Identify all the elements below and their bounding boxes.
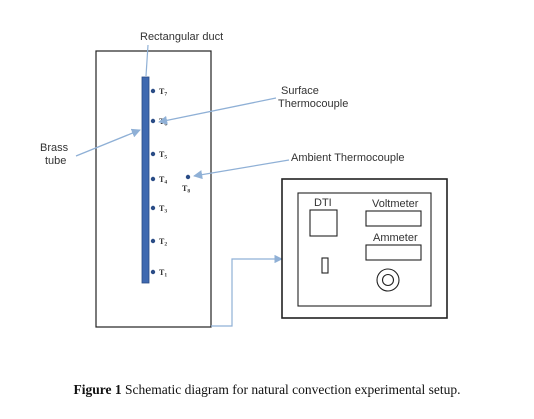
ambient-label: Ambient Thermocouple: [291, 152, 405, 164]
instrument-box: [281, 178, 448, 319]
connection-wire: [211, 254, 283, 327]
instrument-panel: [297, 192, 432, 307]
voltmeter-label: Voltmeter: [372, 198, 419, 210]
thermocouple-dot-t7: [150, 88, 156, 94]
ammeter-label: Ammeter: [373, 232, 418, 244]
duct-pointer: [145, 44, 149, 77]
thermocouple-label-t4: T4: [159, 175, 167, 186]
surface-label-line1: Surface: [281, 85, 319, 97]
brass-arrow: [75, 128, 141, 157]
dti-label: DTI: [314, 197, 332, 209]
caption-figure-number: Figure 1: [73, 382, 122, 397]
surface-arrow: [158, 97, 277, 125]
thermocouple-label-t2: T2: [159, 237, 167, 248]
brass-label-line1: Brass: [40, 142, 69, 154]
switch: [321, 257, 329, 274]
figure-caption: Figure 1 Schematic diagram for natural c…: [0, 382, 534, 398]
ammeter-display: [365, 244, 422, 261]
control-knob-inner: [381, 273, 395, 287]
thermocouple-label-t3: T3: [159, 204, 167, 215]
surface-label-line2: Thermocouple: [278, 98, 348, 110]
thermocouple-dot-t4: [150, 176, 156, 182]
control-knob-outer: [376, 268, 400, 292]
duct-label: Rectangular duct: [140, 31, 223, 43]
ambient-t-label: T8: [182, 184, 190, 195]
thermocouple-group: T7T6T5T4T3T2T1: [150, 87, 167, 279]
brass-tube: [141, 76, 150, 284]
thermocouple-label-t1: T1: [159, 268, 167, 279]
caption-text: Schematic diagram for natural convection…: [121, 382, 461, 397]
thermocouple-dot-t1: [150, 269, 156, 275]
thermocouple-dot-t3: [150, 205, 156, 211]
thermocouple-dot-t2: [150, 238, 156, 244]
dti-display: [309, 209, 338, 237]
rectangular-duct: [95, 50, 212, 328]
thermocouple-dot-t6: [150, 118, 156, 124]
brass-label-line2: tube: [45, 155, 66, 167]
thermocouple-label-t5: T5: [159, 150, 167, 161]
ambient-thermocouple-dot: [185, 174, 191, 180]
ambient-arrow: [193, 159, 290, 180]
thermocouple-label-t7: T7: [159, 87, 167, 98]
thermocouple-dot-t5: [150, 151, 156, 157]
voltmeter-display: [365, 210, 422, 227]
